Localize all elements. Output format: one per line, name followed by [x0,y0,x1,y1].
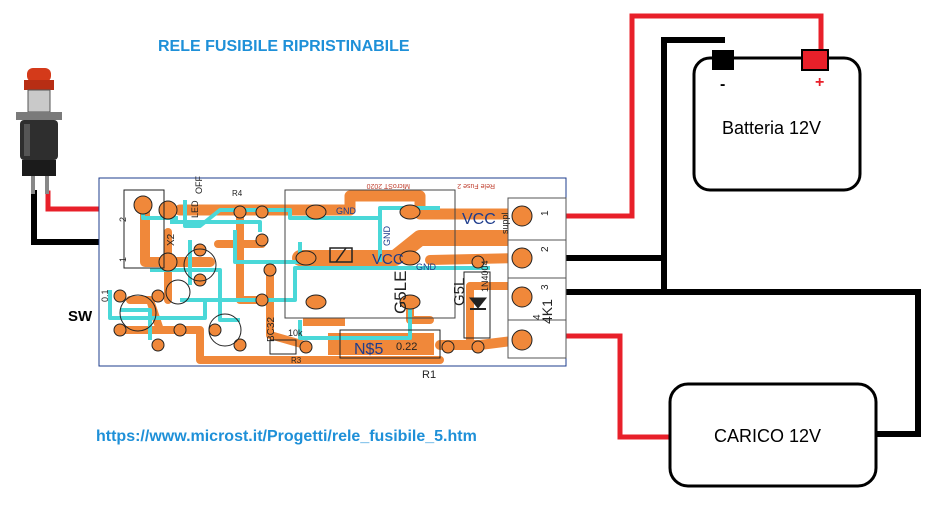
pcb-r1-value: 0.22 [396,341,417,353]
battery-minus-label: - [720,76,726,93]
relay-coil [329,247,353,263]
battery-plus-label: + [815,74,825,91]
wires [31,13,921,440]
wire-load-positive [559,333,675,440]
push-button-switch [16,68,62,194]
pcb-board: MicroST 2020 Rele Fuse 2 GND GND GND VCC… [98,176,567,381]
pcb-vcc2: VCC [372,251,404,268]
pcb-pin3: 3 [540,284,551,290]
pcb-c01-label: 0.1 [100,289,110,302]
battery [692,49,862,192]
pcb-k1-label: 4K1 [539,299,555,324]
pcb-r3-value: 10k [288,328,303,338]
pcb-relay-label: G5LE [391,271,410,314]
battery-body [692,56,862,192]
wire-battery-positive [560,13,824,219]
pcb-components [119,189,491,359]
load-label: CARICO 12V [714,426,822,446]
wire-load-negative [559,289,921,437]
battery-negative-terminal [712,50,734,70]
pcb-diode-label: 1N4004 [480,260,490,292]
pcb-off-label: OFF [194,176,204,194]
pcb-r1-label: R1 [422,369,436,381]
wire-switch-black [31,190,103,245]
pcb-r4-label: R4 [232,189,243,198]
pcb-r3-label: R3 [291,356,302,365]
pcb-pin4: 4 [532,314,543,320]
battery-label: Batteria 12V [722,118,822,138]
pcb-gnd2: GND [416,262,437,272]
load-box [668,382,878,488]
pcb-micro-label: MicroST 2020 [366,182,410,189]
pcb-relay2-label: G5L [451,278,468,306]
pcb-led-label: LED [190,200,200,218]
pcb-pads [113,195,533,354]
pcb-pin1: 1 [540,210,551,216]
pcb-gnd3: GND [382,226,392,247]
switch-label: SW [68,308,93,325]
battery-positive-terminal [801,49,829,71]
pcb-suppl: suppl [500,212,510,234]
wire-battery-negative [559,37,725,261]
pcb-vcc1: VCC [462,211,496,228]
pcb-net-label: N$5 [354,341,383,358]
pcb-gnd1: GND [336,206,357,216]
pcb-bc-label: BC32 [266,317,277,342]
project-url: https://www.microst.it/Progetti/rele_fus… [96,428,477,445]
wire-switch-red [45,190,103,212]
pcb-x2-label: X2 [166,233,177,246]
relay-outline [284,189,456,319]
pcb-pin2: 2 [540,246,551,252]
pcb-xpin1: 1 [118,257,128,262]
pcb-fuse-label: Rele Fuse 2 [457,182,495,189]
diagram-title: RELE FUSIBILE RIPRISTINABILE [158,38,410,55]
pcb-xpin2: 2 [118,217,128,222]
